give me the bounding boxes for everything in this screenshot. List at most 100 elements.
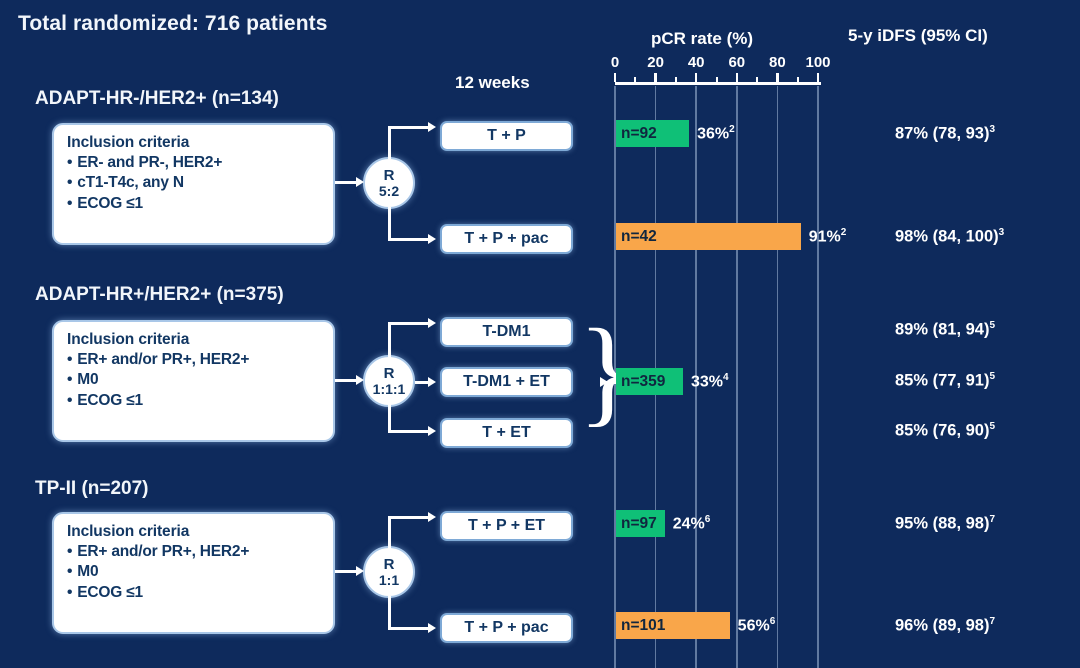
arrow-head [428,377,436,387]
idfs-footnote: 3 [989,124,996,135]
axis-tick-minor [674,77,677,82]
criteria-list: ER+ and/or PR+, HER2+ M0 ECOG ≤1 [67,542,321,603]
randomization-ratio: 5:2 [378,182,400,199]
column-header-12-weeks: 12 weeks [455,73,530,92]
bar-t-p-pac-2: n=101 [616,612,730,639]
bar-percent-text: 33% [690,373,724,391]
axis-tick-label: 40 [687,54,705,71]
arrow-head [428,623,436,633]
idfs-text: 89% (81, 94) [895,320,990,339]
arm-box-t-p-pac-2[interactable]: T + P + pac [440,613,573,643]
arm-box-t-p-pac[interactable]: T + P + pac [440,224,573,254]
axis-tick-label: 80 [769,54,786,71]
gridline [736,86,738,668]
idfs-footnote: 3 [998,227,1005,238]
cohort-title-adapt-hr-pos: ADAPT-HR+/HER2+ (n=375) [35,284,284,305]
axis-tick-major [613,73,617,82]
axis-tick-label: 0 [610,54,620,71]
axis-tick-label: 100 [805,54,831,71]
axis-tick-minor [796,77,799,82]
criteria-heading: Inclusion criteria [67,331,190,348]
idfs-footnote: 7 [989,514,996,525]
axis-tick-minor [715,77,718,82]
connector-to-arm1-1 [388,126,430,129]
arm-box-t-p[interactable]: T + P [440,121,573,151]
idfs-footnote: 5 [989,320,996,331]
criteria-list: ER- and PR-, HER2+ cT1-T4c, any N ECOG ≤… [67,153,321,214]
axis-tick-label: 20 [647,54,664,71]
bar-percent-label: 56%6 [738,616,776,635]
randomization-letter: R [383,364,395,382]
gridline [776,86,779,668]
axis-tick-major [776,73,779,82]
randomization-ratio: 1:1:1 [372,380,406,397]
bar-percent-label: 36%2 [697,124,735,143]
idfs-value-row-7: 96% (89, 98)7 [895,616,995,636]
idfs-footnote: 7 [989,616,996,627]
cohort-title-adapt-hr-neg: ADAPT-HR-/HER2+ (n=134) [35,88,279,109]
idfs-text: 96% (89, 98) [895,616,990,635]
idfs-value-row-2: 98% (84, 100)3 [895,227,1004,247]
bar-percent-text: 56% [737,617,770,635]
bar-t-p-et: n=97 [616,510,665,537]
bar-hr-pos-pooled: n=359 [616,368,683,395]
arrow-head [428,122,436,132]
arm-box-t-dm1-et[interactable]: T-DM1 + ET [440,367,573,397]
axis-tick-major [654,73,657,82]
connector-to-arm2-1 [388,238,430,241]
axis-tick-major [735,73,739,82]
bar-n-label: n=101 [621,616,666,634]
bar-percent-footnote: 2 [840,227,847,238]
connector-criteria-to-rand-2 [335,379,361,382]
connector-rand-down-2 [388,404,391,433]
criteria-item: ER- and PR-, HER2+ [67,153,321,173]
axis-tick-minor [634,77,637,82]
connector-brace-to-bar [600,381,616,384]
bar-n-label: n=92 [621,124,657,142]
bar-percent-footnote: 6 [704,514,711,525]
axis-tick-major [816,73,820,82]
connector-criteria-to-rand-3 [335,570,361,573]
criteria-heading: Inclusion criteria [67,134,190,151]
criteria-item: ECOG ≤1 [67,583,321,603]
arm-box-t-dm1[interactable]: T-DM1 [440,317,573,347]
idfs-value-row-4: 85% (77, 91)5 [895,371,995,391]
gridline [817,86,819,668]
column-header-idfs: 5-y iDFS (95% CI) [848,26,988,45]
axis-tick-minor [756,77,759,82]
bar-percent-footnote: 4 [723,372,729,383]
bar-percent-footnote: 2 [729,124,735,135]
arm-box-t-p-et[interactable]: T + P + ET [440,511,573,541]
arm-box-t-et[interactable]: T + ET [440,418,573,448]
arrow-head [428,512,436,522]
connector-to-arm1-3 [388,516,430,519]
bar-percent-label: 24%6 [673,514,711,533]
idfs-footnote: 5 [989,371,996,382]
criteria-box-cohort-3: Inclusion criteria ER+ and/or PR+, HER2+… [52,512,335,634]
criteria-item: cT1-T4c, any N [67,173,321,193]
total-randomized-title: Total randomized: 716 patients [18,12,328,35]
criteria-box-cohort-2: Inclusion criteria ER+ and/or PR+, HER2+… [52,320,335,442]
bar-n-label: n=42 [621,227,657,245]
arrow-head [356,375,364,385]
criteria-item: ECOG ≤1 [67,391,321,411]
criteria-item: ER+ and/or PR+, HER2+ [67,542,321,562]
randomization-letter: R [383,166,395,184]
connector-to-arm2-2 [415,381,430,384]
connector-rand-up-3 [388,516,391,549]
bar-t-p-pac: n=42 [616,223,801,250]
arrow-head [428,426,436,436]
idfs-value-row-1: 87% (78, 93)3 [895,124,995,144]
criteria-item: M0 [67,370,321,390]
cohort-title-tp-ii: TP-II (n=207) [35,478,149,499]
criteria-item: ECOG ≤1 [67,194,321,214]
idfs-text: 85% (76, 90) [895,421,990,440]
arrow-head [600,377,608,387]
connector-rand-down-1 [388,207,391,241]
idfs-value-row-5: 85% (76, 90)5 [895,421,995,441]
connector-rand-down-3 [388,596,391,629]
connector-to-arm1-2 [388,322,430,325]
idfs-value-row-6: 95% (88, 98)7 [895,514,995,534]
randomization-circle-cohort-2: R 1:1:1 [363,355,415,407]
